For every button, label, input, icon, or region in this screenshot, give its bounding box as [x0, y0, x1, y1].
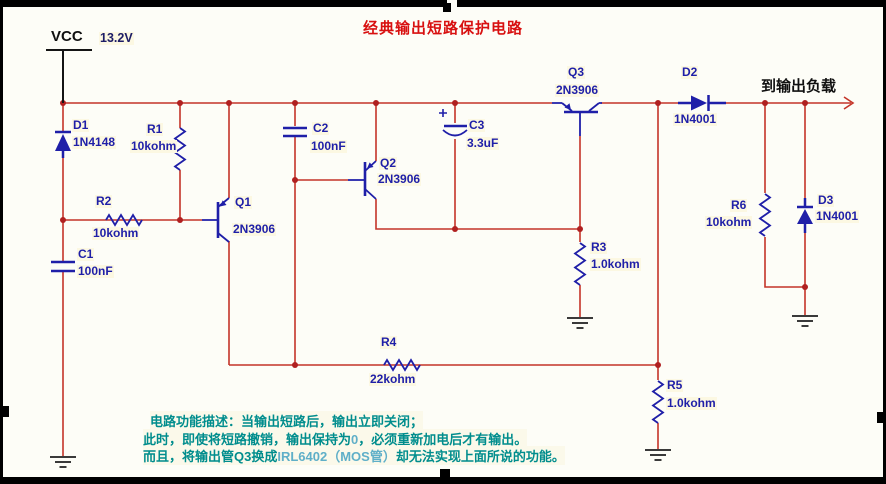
description-text: 却无法实现上面所说的功能。	[395, 449, 565, 464]
capacitor-c3-curved-plate	[442, 129, 468, 137]
label-r4-value: 22kohm	[369, 372, 417, 386]
label-c3-value: 3.3uF	[466, 136, 500, 150]
frame-top-notch	[447, 0, 457, 7]
frame-bottom-mark	[440, 469, 450, 478]
wire-r6-bot	[764, 237, 805, 288]
schematic-title: 经典输出短路保护电路	[362, 20, 523, 37]
label-c3-ref: C3	[468, 118, 486, 132]
diode-d2-triangle	[691, 95, 707, 111]
output-load-label: 到输出负载	[761, 78, 837, 95]
label-d3-value: 1N4001	[815, 209, 860, 223]
label-c2-ref: C2	[312, 121, 330, 135]
label-r1-value: 10kohm	[130, 139, 178, 153]
label-d2-ref: D2	[681, 65, 699, 79]
component-symbols	[51, 95, 813, 424]
resistor-r2-symbol	[105, 213, 143, 227]
frame-right	[883, 0, 886, 484]
label-q3-value: 2N3906	[555, 83, 600, 97]
ground-icon-d3	[792, 315, 818, 327]
description-line-1: 电路功能描述：当输出短路后，输出立即关闭；	[150, 411, 424, 430]
frame-right-mark	[877, 412, 886, 423]
junction-dots	[60, 100, 808, 368]
label-c2-value: 100nF	[310, 139, 347, 153]
label-r1-ref: R1	[146, 122, 164, 136]
filled-symbols	[55, 95, 813, 224]
label-r5-ref: R5	[666, 378, 684, 392]
resistor-r6-symbol	[758, 193, 772, 237]
ground-icon-r5	[645, 449, 671, 461]
label-q1-value: 2N3906	[232, 222, 277, 236]
q1-emitter-arrow	[220, 200, 227, 207]
description-line-2: 此时，即使将短路撤销，输出保持为0，必须重新加电后才有输出。	[143, 429, 528, 448]
q3-emitter-arrow	[564, 103, 571, 110]
label-d3-ref: D3	[817, 193, 835, 207]
vcc-net-label: VCC	[51, 28, 83, 45]
vcc-voltage-label: 13.2V	[99, 31, 134, 46]
label-r2-ref: R2	[95, 194, 113, 208]
label-r3-ref: R3	[590, 240, 608, 254]
description-highlight: IRL6402（MOS管）	[277, 449, 396, 464]
label-d1-ref: D1	[72, 118, 90, 132]
diode-d1-triangle	[55, 134, 71, 151]
wire-net	[62, 96, 855, 457]
description-text: ，必须重新加电后才有输出。	[358, 432, 528, 447]
diode-symbols	[55, 95, 813, 233]
vcc-symbol	[46, 49, 92, 103]
diode-d3-bar	[797, 198, 813, 233]
label-q3-ref: Q3	[567, 65, 586, 79]
frame-top-mark	[443, 3, 451, 12]
description-text: 此时，即使将短路撤销，输出保持为	[143, 432, 352, 447]
frame-left	[0, 0, 3, 484]
label-r6-ref: R6	[730, 198, 748, 212]
resistor-r4-symbol	[383, 358, 421, 372]
label-r6-value: 10kohm	[705, 215, 753, 229]
label-c1-value: 100nF	[77, 264, 114, 278]
label-q2-ref: Q2	[379, 156, 398, 170]
description-highlight: 0	[351, 432, 359, 447]
label-q2-value: 2N3906	[377, 172, 422, 186]
resistor-r1-symbol	[173, 127, 187, 171]
description-text: 电路功能描述：当输出短路后，输出立即关闭；	[150, 414, 424, 429]
resistor-r3-symbol	[573, 242, 587, 286]
ground-icon-c1	[50, 456, 76, 468]
transistor-q3-symbol	[552, 102, 602, 136]
description-line-3: 而且，将输出管Q3换成IRL6402（MOS管）却无法实现上面所说的功能。	[143, 446, 565, 465]
label-q1-ref: Q1	[234, 195, 253, 209]
diode-d3-triangle	[797, 209, 813, 224]
diode-d1-bar	[55, 130, 71, 158]
label-r3-value: 1.0kohm	[590, 257, 641, 271]
label-d2-value: 1N4001	[673, 112, 718, 126]
description-text: 而且，将输出管Q3换成	[143, 449, 278, 464]
label-c1-ref: C1	[77, 247, 95, 261]
label-d1-value: 1N4148	[72, 135, 117, 149]
frame-left-mark	[0, 406, 9, 417]
frame-bottom	[0, 477, 886, 484]
capacitor-c1-symbol	[51, 260, 75, 273]
label-r5-value: 1.0kohm	[666, 396, 717, 410]
c3-plus-icon	[439, 109, 447, 117]
q2-emitter-arrow	[367, 162, 374, 169]
label-r2-value: 10kohm	[92, 226, 140, 240]
capacitor-c2-symbol	[283, 126, 307, 138]
output-arrow-icon	[843, 96, 855, 110]
label-r4-ref: R4	[380, 335, 398, 349]
wire-q2-collector	[375, 199, 580, 230]
diode-d2-bar	[678, 95, 726, 111]
ground-symbols	[50, 315, 818, 468]
ground-icon-r3	[567, 317, 593, 329]
resistor-r5-symbol	[651, 380, 665, 424]
